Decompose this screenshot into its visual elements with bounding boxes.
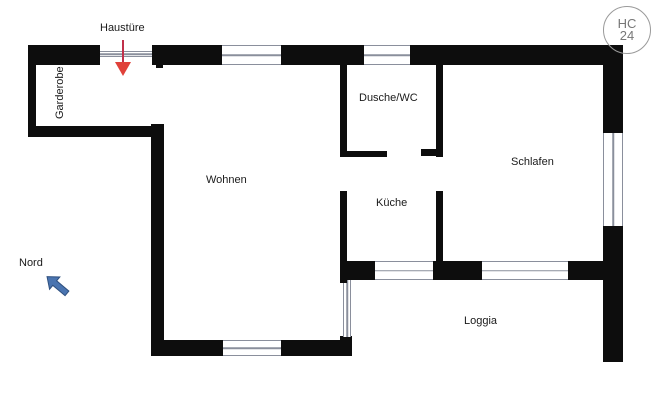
room-label-schlafen: Schlafen xyxy=(511,156,554,168)
wall-bottom-right xyxy=(281,340,352,356)
hc24-logo: HC 24 xyxy=(603,6,651,54)
room-label-kueche: Küche xyxy=(376,197,408,209)
wall-bottom-corner xyxy=(340,336,352,356)
wall-loggia-block-3 xyxy=(568,261,607,280)
room-label-wohnen: Wohnen xyxy=(206,174,247,186)
wall-loggia-block-2 xyxy=(433,261,482,280)
wall-right-upper xyxy=(603,45,623,133)
wall-kueche-left xyxy=(340,191,347,283)
window-kueche-loggia xyxy=(375,261,433,280)
entrance-door-opening xyxy=(100,51,152,57)
window-right-schlafen xyxy=(603,133,623,226)
window-schlafen-loggia xyxy=(482,261,568,280)
wall-bottom-left xyxy=(151,340,223,356)
compass-label: Nord xyxy=(19,257,43,269)
window-top-dusche xyxy=(364,45,410,65)
entrance-arrow-icon xyxy=(115,40,131,76)
logo-line-1: HC xyxy=(617,16,637,31)
wall-dusche-right xyxy=(436,65,443,157)
wall-dusche-bottom-right xyxy=(421,149,443,156)
room-label-garderobe: Garderobe xyxy=(54,66,66,119)
wall-garderobe-bottom xyxy=(28,126,163,137)
wall-dusche-left xyxy=(340,65,347,157)
wall-garderobe-left xyxy=(28,45,36,137)
wall-dusche-bottom-left xyxy=(340,151,387,157)
entrance-label: Haustüre xyxy=(100,22,145,34)
wall-top-garderobe xyxy=(28,45,100,65)
window-bottom-wohnen xyxy=(223,340,281,356)
room-label-loggia: Loggia xyxy=(464,315,498,327)
wall-top-segment-3 xyxy=(410,45,623,65)
room-label-dusche: Dusche/WC xyxy=(359,92,418,104)
wall-kueche-right xyxy=(436,191,443,266)
window-wohnen-loggia xyxy=(343,280,351,337)
wall-top-segment-2 xyxy=(281,45,364,65)
wall-stub xyxy=(156,63,163,68)
logo-line-2: 24 xyxy=(619,28,635,43)
wall-top-segment-1 xyxy=(152,45,222,65)
window-top-wohnen xyxy=(222,45,281,65)
north-arrow-icon xyxy=(46,276,70,297)
wall-right-lower xyxy=(603,226,623,362)
wall-wohnen-left xyxy=(151,124,164,356)
wall-loggia-block-1 xyxy=(340,261,375,280)
